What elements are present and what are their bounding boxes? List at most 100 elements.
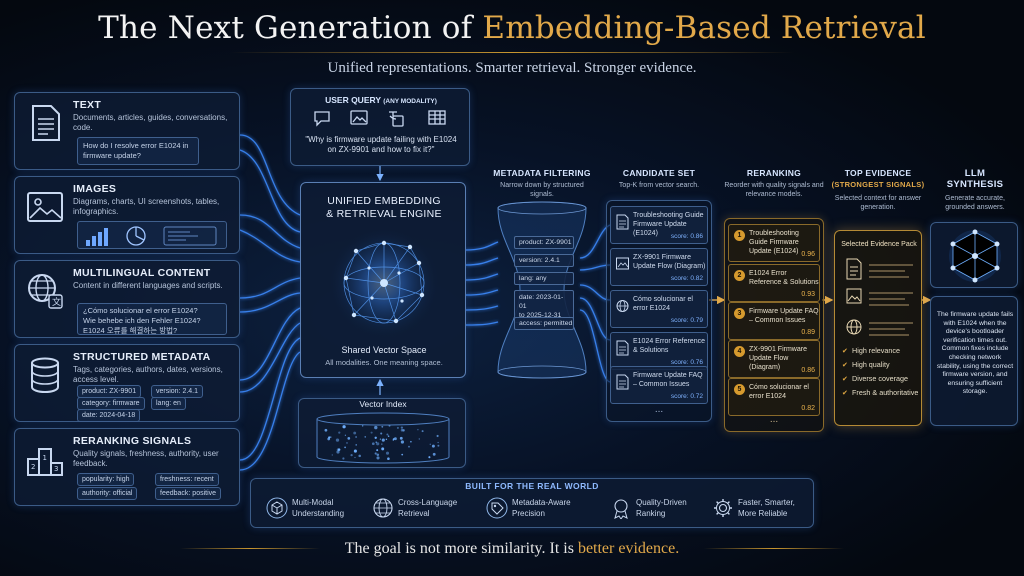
evidence-doc-icons	[846, 258, 862, 335]
candidate-score: score: 0.82	[670, 275, 703, 282]
candidate-item: ZX-9901 Firmware Update Flow (Diagram) s…	[610, 248, 708, 286]
index-dot	[376, 456, 380, 460]
metadata-filtering-sub: Narrow down by structured signals.	[500, 182, 584, 198]
index-dot	[335, 438, 340, 442]
footer-item-line: Precision	[512, 509, 545, 518]
multilingual-examples-box: ¿Cómo solucionar el error E1024? Wie beh…	[77, 303, 227, 335]
reranked-score: 0.89	[801, 329, 815, 336]
index-dot	[400, 428, 404, 432]
footer-item-line: Metadata-Aware	[512, 498, 571, 507]
index-dot	[347, 437, 351, 440]
source-title: TEXT	[73, 99, 102, 111]
reranked-score: 0.93	[801, 291, 815, 298]
index-dot	[381, 438, 385, 442]
filter-row: product: ZX-9901	[514, 236, 574, 249]
rank-badge: 4	[734, 346, 745, 357]
candidate-text: E1024 Error Reference & Solutions	[633, 338, 705, 354]
index-dot	[437, 441, 439, 444]
title-highlight: Embedding-Based Retrieval	[482, 10, 926, 46]
database-icon	[31, 357, 59, 394]
source-card-metadata: STRUCTURED METADATA Tags, categories, au…	[14, 344, 240, 422]
index-dot	[364, 436, 366, 438]
query-text: "Why is firmware update failing with E10…	[305, 135, 457, 154]
svg-text:文: 文	[52, 296, 61, 308]
index-dot	[381, 443, 383, 445]
image-icon	[846, 288, 862, 304]
globe-icon	[616, 300, 629, 312]
candidate-set-sub: Top-K from vector search.	[618, 182, 700, 189]
index-dot	[362, 425, 364, 427]
index-dot	[379, 438, 382, 440]
rank-badge: 1	[734, 230, 745, 241]
evidence-check-label: Diverse coverage	[852, 374, 908, 383]
index-dot	[399, 436, 403, 440]
source-title: MULTILINGUAL CONTENT	[73, 267, 211, 279]
index-dot	[342, 425, 344, 427]
index-dot	[387, 457, 390, 460]
source-desc: Diagrams, charts, UI screenshots, tables…	[73, 197, 220, 216]
vector-index-card: Vector Index	[298, 398, 466, 468]
index-dot	[393, 437, 397, 441]
evidence-pack-card: Selected Evidence Pack	[834, 230, 922, 426]
image-icon	[616, 257, 629, 270]
index-dot	[342, 425, 346, 429]
candidate-item: Firmware Update FAQ – Common Issues scor…	[610, 366, 708, 404]
index-dot	[336, 450, 340, 454]
multilingual-example: ¿Cómo solucionar el error E1024?	[83, 306, 198, 315]
footer-item-line: Quality-Driven	[636, 498, 687, 507]
closing-main: The goal is not more similarity. It is	[344, 540, 578, 557]
index-dot	[376, 453, 380, 456]
reranking-sub: Reorder with quality signals and relevan…	[724, 182, 824, 198]
check-icon: ✔	[842, 388, 849, 397]
svg-text:2: 2	[31, 463, 35, 471]
closing-rule-left	[180, 548, 320, 549]
index-dot	[385, 438, 388, 441]
index-dot	[344, 434, 347, 436]
source-card-text: TEXT Documents, articles, guides, conver…	[14, 92, 240, 170]
globe-icon	[373, 498, 393, 518]
candidate-score: score: 0.76	[670, 359, 703, 366]
candidate-score: score: 0.79	[670, 317, 703, 324]
vector-space-sphere-icon	[329, 228, 439, 338]
index-dot	[417, 428, 419, 431]
index-dot	[375, 441, 377, 443]
check-icon: ✔	[842, 374, 849, 383]
source-card-images: IMAGES Diagrams, charts, UI screenshots,…	[14, 176, 240, 254]
rank-badge: 2	[734, 270, 745, 281]
vector-space-subtitle: All modalities. One meaning space.	[325, 358, 443, 367]
synthesis-title-line: SYNTHESIS	[946, 179, 1004, 190]
reranked-text: Troubleshooting Guide Firmware Update (E…	[749, 230, 799, 255]
engine-title-line: UNIFIED EMBEDDING	[327, 195, 441, 207]
neural-network-icon	[949, 229, 1001, 283]
check-icon: ✔	[842, 346, 849, 355]
footer-item-line: Retrieval	[398, 509, 430, 518]
footer-item-line: Faster, Smarter,	[738, 498, 795, 507]
index-dot	[374, 425, 378, 430]
reranking-more: ...	[769, 414, 779, 425]
footer-title: BUILT FOR THE REAL WORLD	[465, 481, 599, 491]
query-label-main: USER QUERY	[325, 95, 381, 105]
medal-icon	[614, 499, 628, 519]
footer-item-line: Ranking	[636, 509, 666, 518]
reranked-score: 0.82	[801, 405, 815, 412]
translate-icon	[389, 111, 404, 127]
source-desc: Content in different languages and scrip…	[73, 281, 223, 290]
index-dot	[370, 431, 373, 434]
text-example-box: How do I resolve error E1024 in firmware…	[77, 137, 199, 165]
index-dot	[428, 456, 431, 459]
document-icon	[616, 214, 629, 230]
evidence-check-label: High relevance	[852, 346, 900, 355]
footer-item-line: More Reliable	[738, 509, 788, 518]
page-title: The Next Generation of Embedding-Based R…	[0, 10, 1024, 46]
reranked-text: Cómo solucionar el error E1024	[749, 384, 809, 400]
candidate-item: Troubleshooting Guide Firmware Update (E…	[610, 206, 708, 244]
index-dot	[400, 426, 404, 429]
image-icon	[350, 110, 368, 125]
synthesis-title: LLM SYNTHESIS	[930, 168, 1020, 190]
index-dot	[381, 425, 384, 428]
